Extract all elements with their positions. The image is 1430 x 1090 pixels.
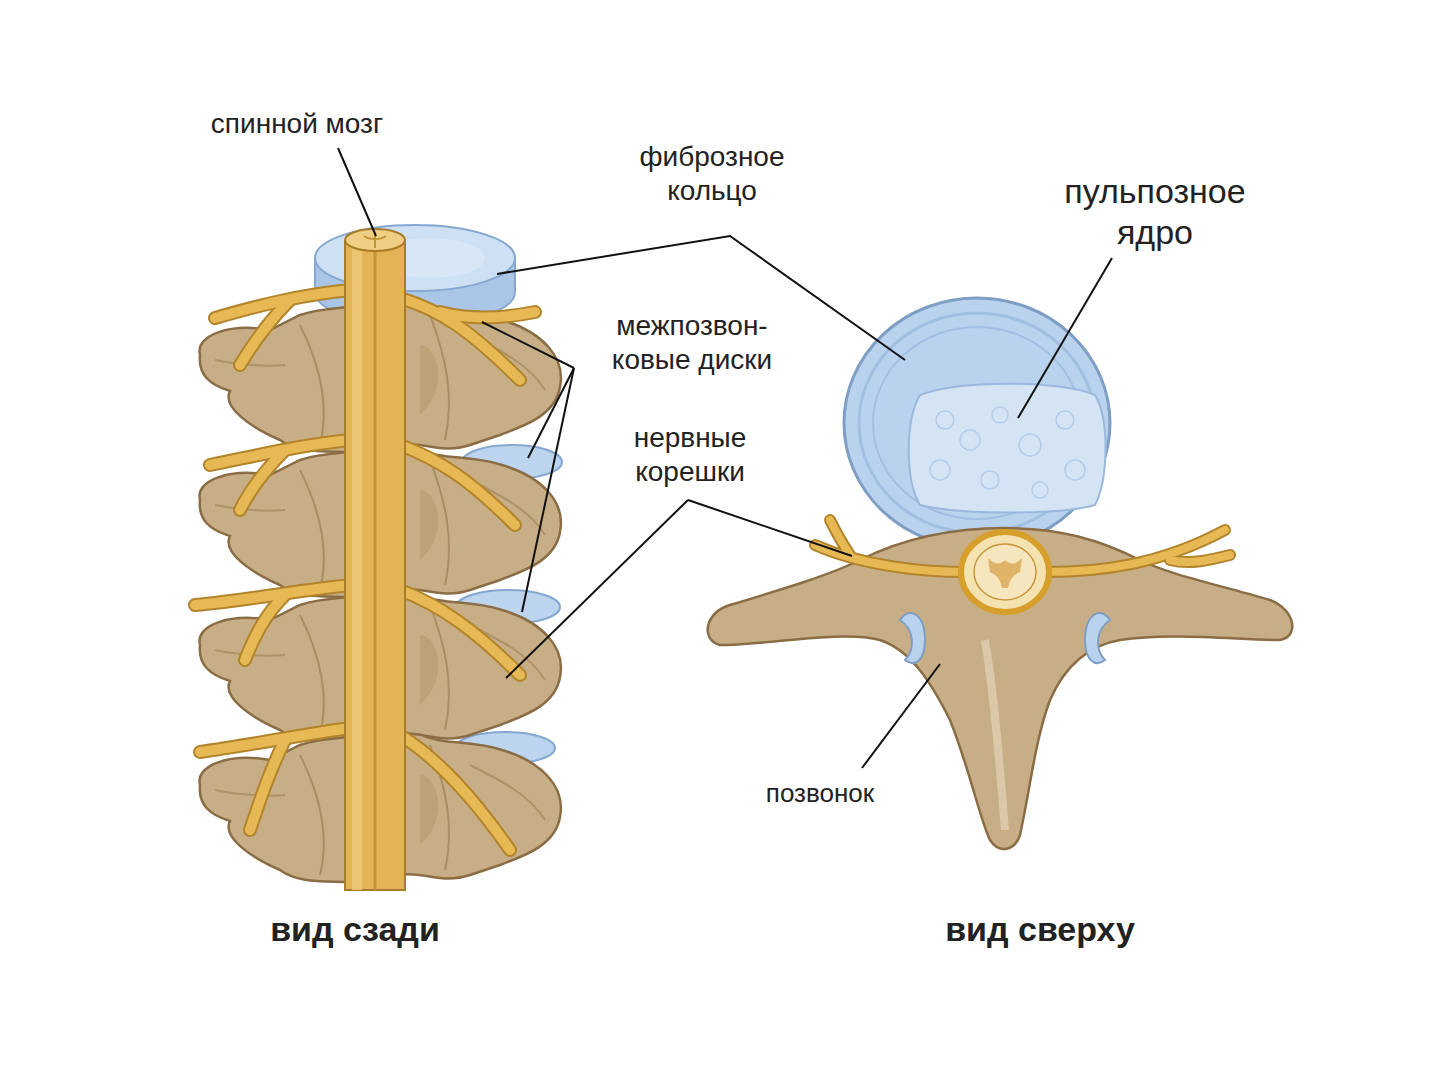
- part-label: нервные корешки: [634, 421, 747, 489]
- vertebra-top-view: [708, 528, 1293, 849]
- view-caption: вид сверху: [945, 909, 1135, 950]
- spinal-cord-section: [961, 532, 1049, 612]
- part-label: межпозвон- ковые диски: [582, 309, 802, 377]
- part-label: спинной мозг: [211, 107, 383, 141]
- spinal-cord: [345, 229, 405, 890]
- part-label: позвонок: [766, 778, 874, 810]
- part-label: пульпозное ядро: [1064, 171, 1245, 254]
- disc-top-view: [844, 298, 1110, 548]
- part-label: фиброзное кольцо: [640, 140, 785, 208]
- view-caption: вид сзади: [270, 909, 440, 950]
- leader-lines: [338, 148, 1112, 768]
